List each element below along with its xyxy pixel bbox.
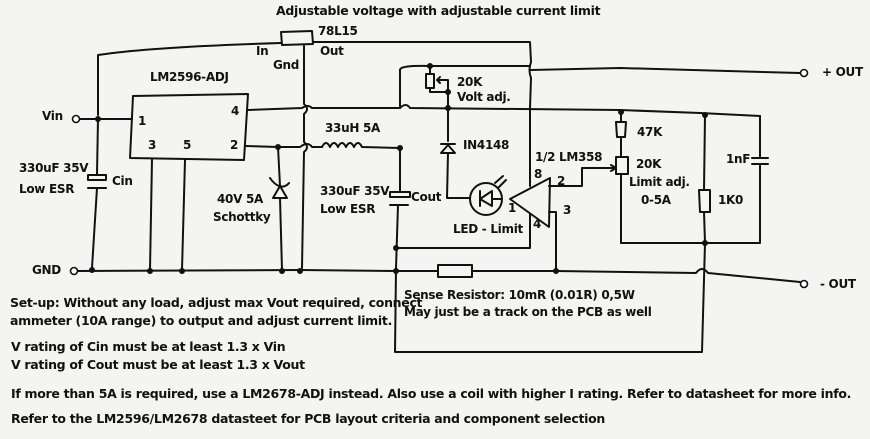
regulator-78l15-label: 78L15	[318, 24, 358, 38]
opamp-pin-1: 1	[508, 201, 517, 215]
diode-in4148	[440, 107, 471, 199]
lm2596-body	[129, 93, 249, 161]
cin-value: 330uF 35V	[19, 161, 89, 175]
opamp-pin-3: 3	[563, 203, 572, 217]
junction	[89, 267, 95, 273]
schottky-diode	[269, 146, 290, 271]
gnd-terminal[interactable]	[69, 266, 79, 276]
gnd-label: GND	[32, 263, 61, 277]
wire-pin5	[181, 159, 186, 271]
cout-label: Cout	[411, 190, 442, 204]
wire-switch-node	[244, 143, 323, 148]
limit-pot-label: Limit adj.	[629, 175, 690, 189]
lm2596-pin-4: 4	[231, 104, 240, 118]
led-symbol	[479, 175, 507, 207]
note-datasheet: Refer to the LM2596/LM2678 datasteet for…	[11, 411, 605, 426]
junction	[445, 89, 451, 95]
lm2596-pin-2: 2	[230, 138, 239, 152]
sense-resistor	[437, 264, 801, 283]
wire-plus-out	[530, 67, 801, 74]
led-label: LED - Limit	[453, 222, 523, 236]
volt-pot-label: Volt adj.	[457, 90, 511, 104]
junction	[147, 268, 153, 274]
opamp-lm358	[509, 177, 551, 228]
junction	[279, 268, 285, 274]
cout-value: 330uF 35V	[320, 184, 390, 198]
inductor-label: 33uH 5A	[325, 121, 380, 135]
wire-1k0-down	[394, 242, 706, 353]
opamp-label: 1/2 LM358	[535, 150, 603, 164]
junction	[393, 268, 399, 274]
junction	[553, 268, 559, 274]
junction	[297, 268, 303, 274]
diode-label: IN4148	[463, 138, 510, 152]
note-setup-line1: Set-up: Without any load, adjust max Vou…	[10, 295, 423, 310]
capacitor-cout	[389, 147, 411, 269]
potentiometer-limit-adj	[607, 156, 706, 244]
schottky-rating: 40V 5A	[217, 192, 264, 206]
vin-label: Vin	[42, 109, 63, 123]
regulator-78l15-body	[280, 30, 314, 46]
c1nf-label: 1nF	[726, 152, 751, 166]
limit-pot-range: 0-5A	[641, 193, 671, 207]
wire-regulator-out	[312, 41, 532, 109]
regulator-in-label: In	[256, 44, 269, 58]
volt-pot-value: 20K	[457, 75, 483, 89]
note-cin-rating: V rating of Cin must be at least 1.3 x V…	[11, 339, 286, 354]
wire-pin3	[149, 158, 153, 271]
regulator-out-label: Out	[320, 44, 344, 58]
sense-resistor-label: Sense Resistor: 10mR (0.01R) 0,5W	[404, 288, 635, 302]
note-cout-rating: V rating of Cout must be at least 1.3 x …	[11, 357, 305, 372]
opamp-pin-8: 8	[534, 167, 543, 181]
schottky-label: Schottky	[213, 210, 271, 224]
note-higher-current: If more than 5A is required, use a LM267…	[11, 386, 852, 401]
limit-pot-value: 20K	[636, 157, 662, 171]
note-setup-line2: ammeter (10A range) to output and adjust…	[10, 313, 393, 328]
regulator-gnd-label: Gnd	[273, 58, 300, 72]
inductor-33uh	[321, 142, 401, 149]
lm2596-pin-3: 3	[148, 138, 157, 152]
potentiometer-volt-adj	[425, 65, 449, 109]
resistor-47k	[615, 111, 627, 158]
lm2596-label: LM2596-ADJ	[150, 70, 229, 84]
wire-gnd	[77, 269, 439, 272]
plus-out-label: + OUT	[822, 65, 863, 79]
lm2596-pin-5: 5	[183, 138, 192, 152]
sense-resistor-note: May just be a track on the PCB as well	[404, 305, 652, 319]
lm2596-pin-1: 1	[138, 114, 147, 128]
wire-opamp-gnd	[395, 239, 531, 249]
wire-opamp-noninv	[548, 211, 557, 271]
diagram-title: Adjustable voltage with adjustable curre…	[276, 3, 601, 18]
cin-label: Cin	[112, 174, 133, 188]
wire-regulator-gnd	[301, 45, 308, 269]
minus-out-label: - OUT	[820, 277, 856, 291]
opamp-pin-2: 2	[557, 174, 566, 188]
capacitor-cin	[87, 118, 107, 269]
r1k0-label: 1K0	[718, 193, 744, 207]
opamp-pin-4: 4	[533, 217, 542, 231]
junction	[179, 268, 185, 274]
cout-esr: Low ESR	[320, 202, 376, 216]
junction	[393, 245, 399, 251]
r47k-label: 47K	[637, 125, 663, 139]
cin-esr: Low ESR	[19, 182, 75, 196]
plus-out-terminal[interactable]	[799, 68, 809, 78]
wire-opamp-inv	[548, 167, 609, 187]
resistor-1k0	[698, 114, 711, 244]
vin-terminal[interactable]	[71, 114, 81, 124]
wire-vin-to-regulator	[97, 42, 282, 116]
minus-out-terminal[interactable]	[799, 279, 809, 289]
